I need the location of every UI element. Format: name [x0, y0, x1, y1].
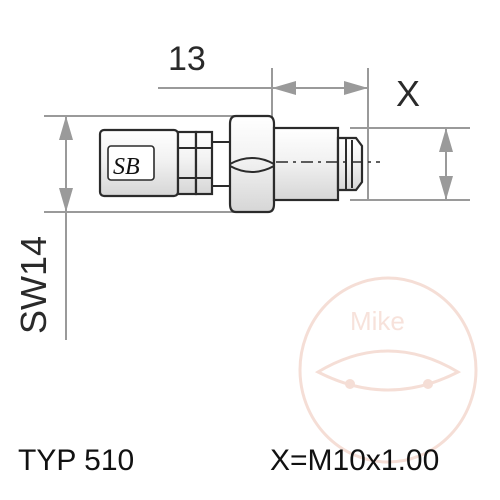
watermark-eye-right — [423, 379, 433, 389]
watermark-circle — [298, 276, 478, 464]
arrow-13-right — [344, 81, 368, 95]
dimension-lines — [44, 68, 470, 340]
screw-details — [178, 138, 353, 190]
type-label: TYP 510 — [18, 444, 135, 477]
watermark-text: Mike — [350, 306, 405, 336]
collar-front — [194, 130, 214, 196]
dimension-arrows — [59, 81, 453, 212]
collar-rear — [176, 130, 198, 196]
watermark-logo: Mike — [298, 276, 478, 464]
sb-logo-text: SB — [113, 154, 140, 180]
thread-label: X=M10x1.00 — [270, 444, 440, 477]
screw-tip — [336, 136, 364, 192]
threaded-shank — [272, 126, 340, 202]
watermark-face — [314, 349, 462, 392]
sb-logo-frame — [107, 145, 155, 181]
arrow-13-left — [272, 81, 296, 95]
arrow-sw14-bottom — [59, 188, 73, 212]
arrow-sw14-top — [59, 116, 73, 140]
dimension-label-x: X — [396, 73, 420, 114]
hex-curve-top — [229, 157, 275, 165]
dimension-label-sw14: SW14 — [13, 236, 54, 334]
watermark-eye-left — [345, 379, 355, 389]
hex-nut — [228, 114, 276, 214]
sb-logo: SB — [107, 145, 155, 181]
hex-curve-bottom — [229, 165, 275, 173]
arrow-x-top — [439, 128, 453, 152]
dimension-label-13: 13 — [168, 40, 206, 78]
arrow-x-bottom — [439, 176, 453, 200]
